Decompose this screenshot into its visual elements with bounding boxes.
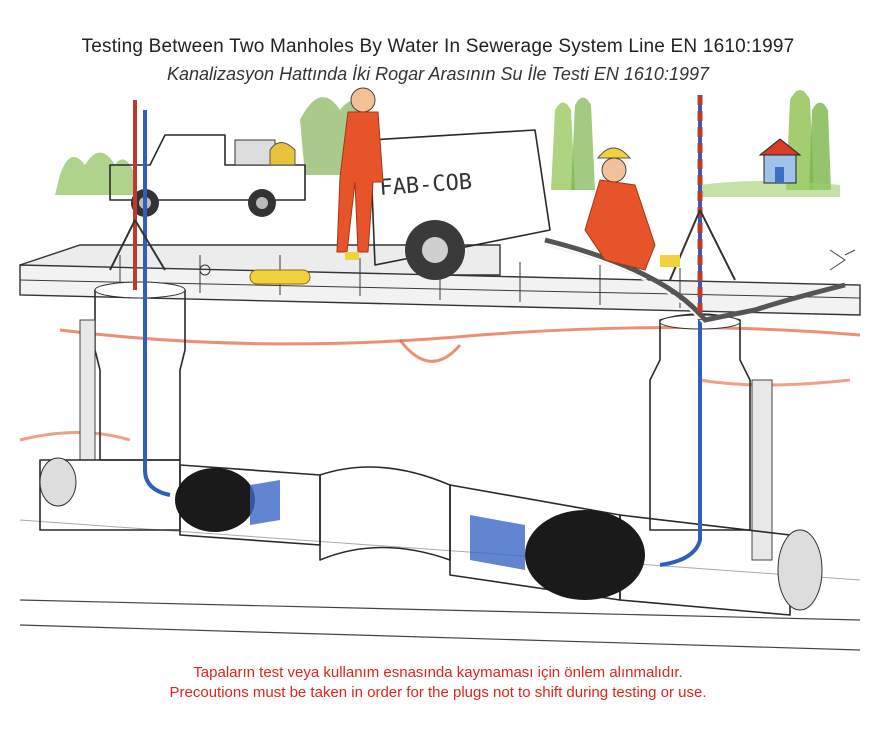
safety-warning-english: Precoutions must be taken in order for t… (169, 684, 707, 701)
right-pipe-plug (470, 510, 645, 600)
right-manhole (649, 313, 773, 561)
fab-cob-machine: FAB-COB (369, 129, 551, 280)
worker-standing (336, 87, 384, 260)
pickup-truck (109, 134, 306, 217)
left-pipe-plug (175, 468, 280, 532)
house-icon (758, 138, 802, 184)
safety-warning-turkish: Tapaların test veya kullanım esnasında k… (193, 664, 683, 681)
diagram-title-english: Testing Between Two Manholes By Water In… (81, 36, 795, 57)
tools-on-ground (199, 249, 856, 285)
worker-crouching (584, 147, 680, 271)
diagram-title-turkish: Kanalizasyon Hattında İki Rogar Arasının… (167, 64, 709, 84)
road-surface (19, 244, 861, 316)
machine-label: FAB-COB (379, 170, 473, 201)
left-tripod (109, 100, 166, 290)
left-manhole (79, 281, 186, 461)
right-tripod (669, 95, 736, 320)
sewer-pipe (39, 457, 823, 616)
